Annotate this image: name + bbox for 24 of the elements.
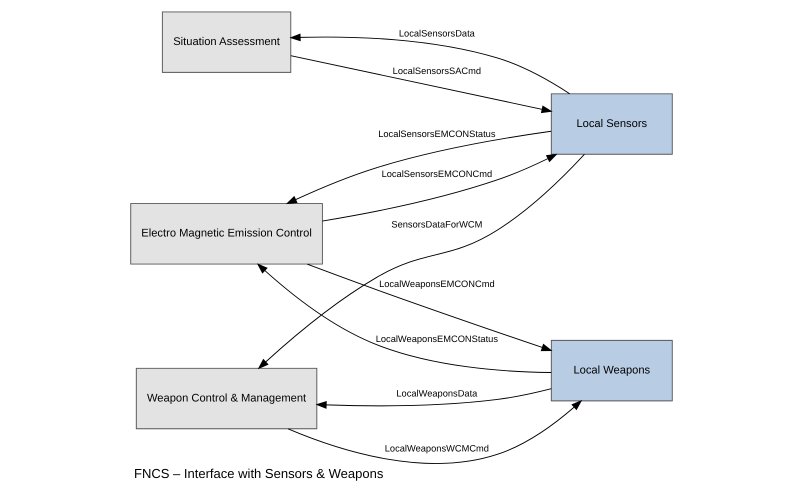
- edge-label: LocalSensorsData: [398, 28, 474, 39]
- arrow: [256, 263, 552, 373]
- arrow: [314, 388, 552, 409]
- arrow: [285, 130, 552, 204]
- caption: FNCS – Interface with Sensors & Weapons: [133, 466, 383, 481]
- edge-label: LocalSensorsEMCONCmd: [381, 169, 492, 180]
- edge-label: LocalWeaponsWCMCmd: [384, 444, 488, 454]
- arrow: [306, 264, 552, 352]
- edge-label: LocalWeaponsEMCONCmd: [378, 278, 494, 289]
- node-box: Electro Magnetic Emission Control: [130, 203, 322, 265]
- node-box: Situation Assessment: [161, 11, 291, 73]
- arrow: [287, 400, 582, 464]
- node-box: Local Weapons: [550, 340, 672, 402]
- arrow: [290, 55, 552, 114]
- edge-label: LocalWeaponsEMCONStatus: [375, 334, 498, 344]
- node-box: Weapon Control & Management: [135, 368, 317, 430]
- arrow: [257, 154, 584, 370]
- edge-label: LocalSensorsEMCONStatus: [378, 129, 496, 140]
- node-box: Local Sensors: [550, 93, 672, 155]
- arrow: [321, 154, 558, 222]
- edge-label: SensorsDataForWCM: [390, 219, 482, 230]
- arrow: [288, 33, 570, 94]
- edge-label: LocalSensorsSACmd: [392, 66, 481, 76]
- edge-label: LocalWeaponsData: [396, 388, 477, 399]
